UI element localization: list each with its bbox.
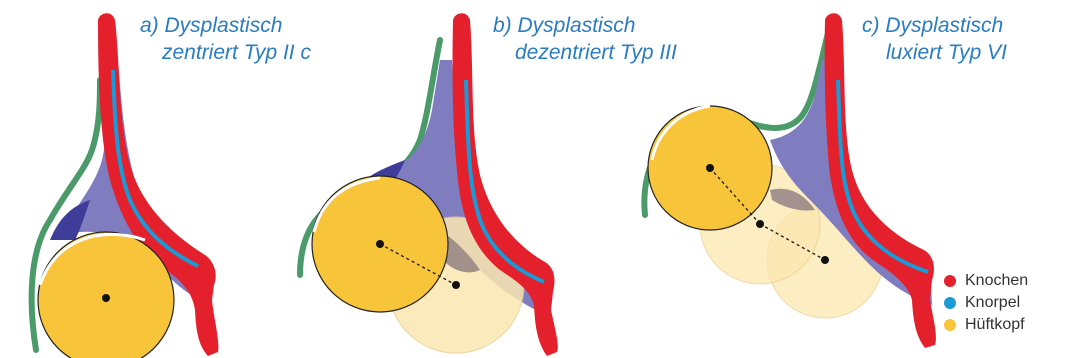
- caption-line: dezentriert Typ III: [515, 39, 677, 66]
- legend-label: Knochen: [965, 272, 1028, 290]
- head-center: [706, 164, 714, 172]
- legend-dot-icon: [944, 297, 956, 309]
- legend-dot-icon: [944, 275, 956, 287]
- legend-item-knochen: Knochen: [944, 270, 1028, 292]
- legend-label: Knorpel: [965, 294, 1020, 312]
- legend-label: Hüftkopf: [965, 316, 1025, 334]
- ghost-center-far: [821, 256, 829, 264]
- legend-item-hueftkopf: Hüftkopf: [944, 314, 1028, 336]
- caption-line: a) Dysplastisch: [140, 12, 311, 39]
- caption-panel-a: a) Dysplastisch zentriert Typ II c: [140, 12, 311, 66]
- head-center: [102, 294, 110, 302]
- caption-line: c) Dysplastisch: [862, 12, 1007, 39]
- caption-line: b) Dysplastisch: [493, 12, 677, 39]
- head-center: [376, 240, 384, 248]
- caption-panel-c: c) Dysplastisch luxiert Typ VI: [862, 12, 1007, 66]
- legend-item-knorpel: Knorpel: [944, 292, 1028, 314]
- caption-line: zentriert Typ II c: [162, 39, 311, 66]
- ghost-center-mid: [756, 220, 764, 228]
- legend-dot-icon: [944, 319, 956, 331]
- caption-panel-b: b) Dysplastisch dezentriert Typ III: [493, 12, 677, 66]
- ghost-center: [452, 281, 460, 289]
- legend: Knochen Knorpel Hüftkopf: [944, 270, 1028, 336]
- caption-line: luxiert Typ VI: [886, 39, 1007, 66]
